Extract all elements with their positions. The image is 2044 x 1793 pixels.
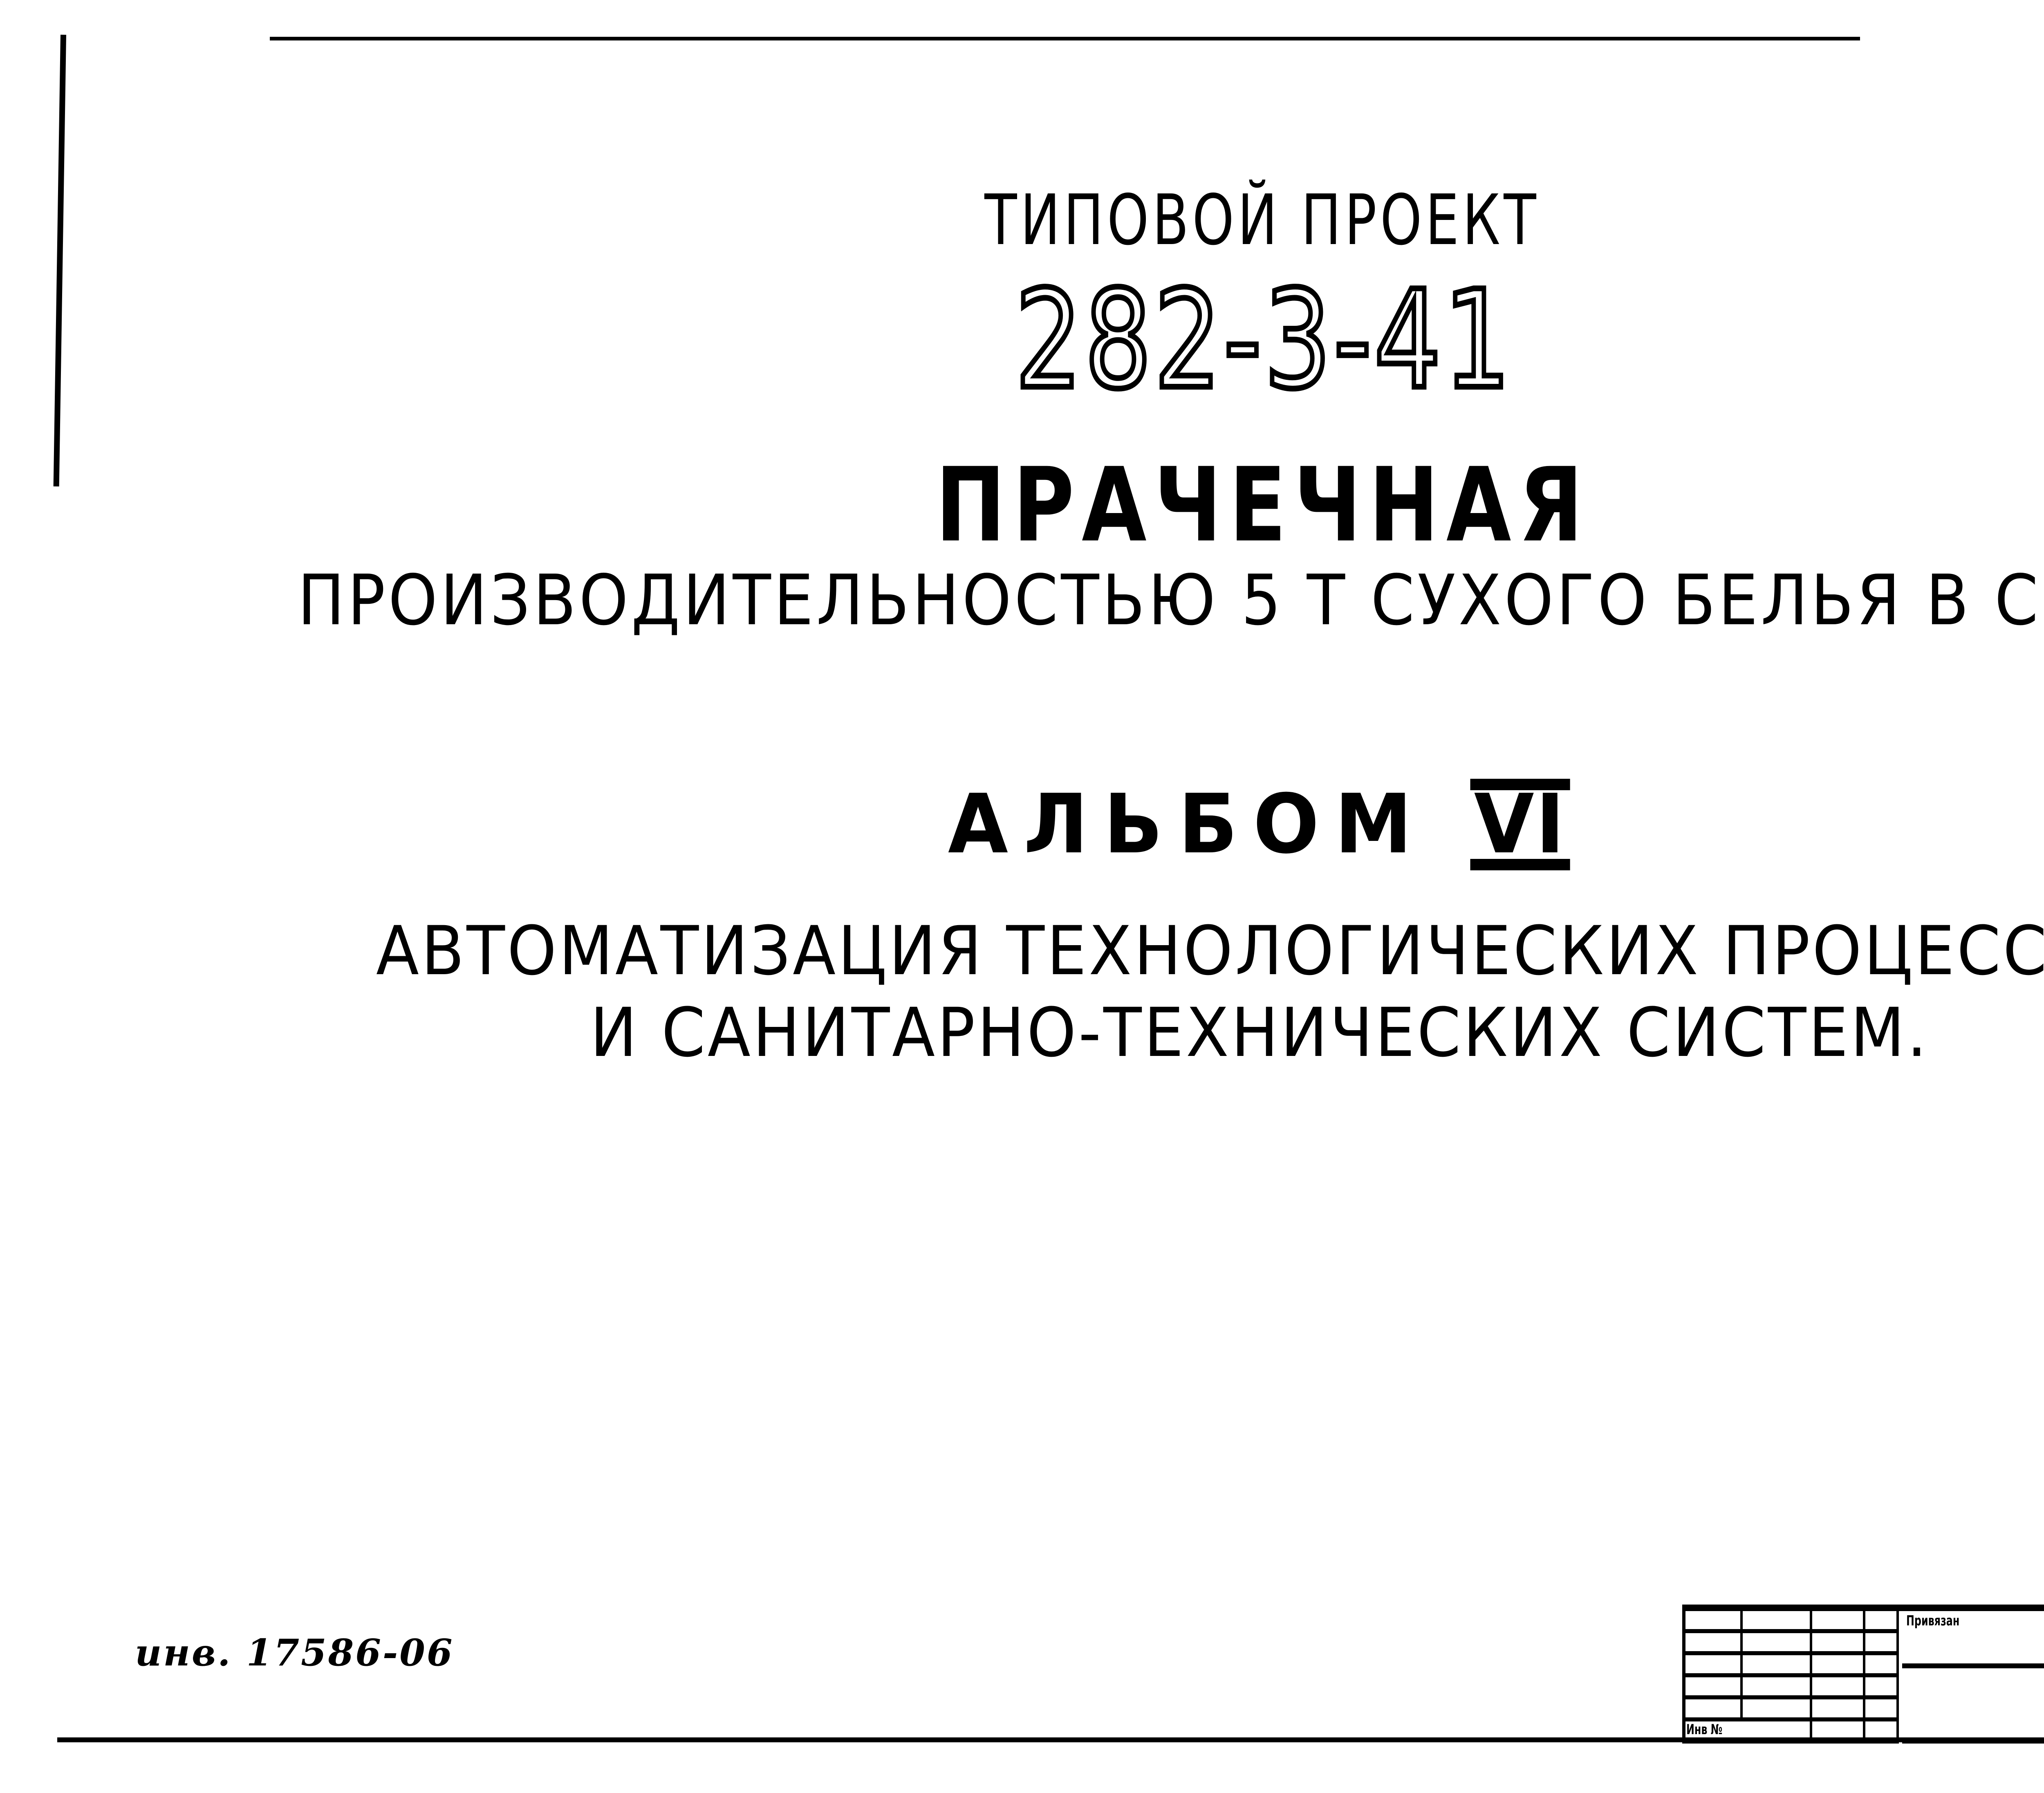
tb-cell [1743, 1611, 1812, 1633]
tb-cell [1743, 1677, 1812, 1699]
left-border-line [53, 34, 66, 486]
title-block-attached-section [1902, 1611, 2044, 1668]
tb-cell [1865, 1721, 1899, 1744]
capacity-subtitle: ПРОИЗВОДИТЕЛЬНОСТЬЮ 5 Т СУХОГО БЕЛЬЯ В С… [297, 560, 2044, 641]
tb-cell [1865, 1677, 1899, 1699]
building-type-title: ПРАЧЕЧНАЯ [935, 446, 1591, 565]
tb-cell [1685, 1677, 1743, 1699]
album-heading: АЛЬБОМ VI [65, 777, 2044, 872]
tb-cell [1812, 1721, 1865, 1744]
tb-cell [1812, 1655, 1865, 1677]
header-label: ТИПОВОЙ ПРОЕКТ [984, 180, 1540, 261]
inventory-number-label: Инв № [1686, 1721, 1723, 1738]
album-description-line-1: АВТОМАТИЗАЦИЯ ТЕХНОЛОГИЧЕСКИХ ПРОЦЕССОВ [376, 912, 2044, 990]
tb-cell [1685, 1611, 1743, 1633]
album-number: VI [1470, 779, 1570, 870]
tb-cell [1743, 1633, 1812, 1655]
tb-cell [1812, 1611, 1865, 1633]
title-block-signature-grid: Инв № [1685, 1611, 1902, 1744]
title-block-main-field [1902, 1668, 2044, 1744]
tb-cell [1685, 1655, 1743, 1677]
title-block: Инв № Привязан [1682, 1605, 2044, 1744]
tb-cell-inventory: Инв № [1685, 1721, 1812, 1744]
tb-cell [1865, 1633, 1899, 1655]
tb-cell [1743, 1699, 1812, 1721]
bottom-border-line [57, 1737, 2044, 1742]
tb-cell [1812, 1633, 1865, 1655]
attached-label: Привязан [1906, 1613, 1960, 1629]
tb-cell [1743, 1655, 1812, 1677]
album-description-line-2: И САНИТАРНО-ТЕХНИЧЕСКИХ СИСТЕМ. [590, 993, 1929, 1072]
tb-cell [1812, 1699, 1865, 1721]
tb-cell [1812, 1677, 1865, 1699]
tb-cell [1865, 1611, 1899, 1633]
album-label: АЛЬБОМ [948, 777, 1428, 872]
tb-cell [1865, 1699, 1899, 1721]
tb-cell [1865, 1655, 1899, 1677]
project-number: 282-3-41 [1013, 259, 1513, 421]
inventory-note: инв. 17586-06 [135, 1631, 454, 1674]
tb-cell [1685, 1633, 1743, 1655]
top-border-line [270, 37, 1860, 40]
tb-cell [1685, 1699, 1743, 1721]
